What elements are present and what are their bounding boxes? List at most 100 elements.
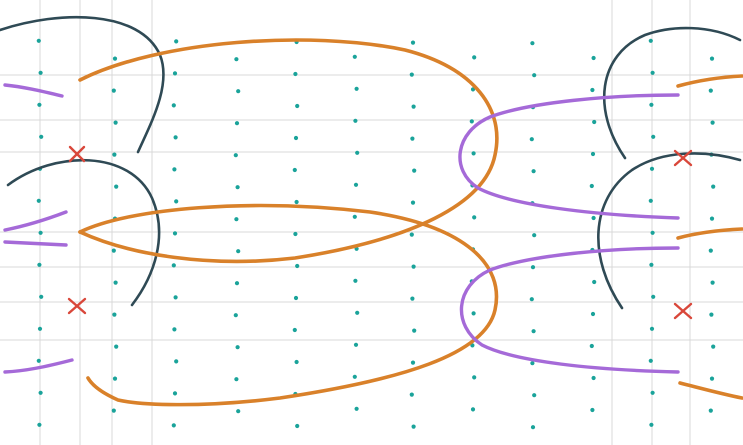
grid-dot [709, 376, 715, 381]
grid-dot [410, 200, 416, 205]
grid-dot [172, 391, 178, 396]
orange-loops [78, 38, 743, 407]
cross-mark [68, 145, 86, 163]
grid-dot [531, 329, 536, 334]
grid-dot [234, 281, 240, 286]
grid-dot [648, 198, 653, 203]
grid-dot [412, 328, 417, 333]
grid-dot [234, 121, 240, 126]
grid-dot [293, 71, 298, 77]
grid-dot [353, 342, 359, 347]
grid-dot [352, 54, 357, 59]
grid-dot [590, 311, 596, 317]
grid-dot [651, 294, 656, 299]
grid-dot [410, 136, 415, 141]
grid-dot [531, 169, 536, 174]
grid-dot [530, 265, 536, 270]
grid-dot [111, 88, 116, 93]
dark-arcs [0, 15, 742, 310]
purple-loop [458, 93, 680, 220]
grid-dot [651, 134, 656, 139]
grid-dot [708, 88, 713, 93]
grid-dot [354, 406, 359, 411]
grid-dot [352, 374, 357, 379]
grid-dot [293, 135, 299, 141]
grid-dot [409, 392, 414, 397]
grid-dot [174, 199, 179, 204]
purple-tail [3, 240, 68, 247]
dot-field [36, 38, 716, 430]
grid-dot [709, 216, 715, 221]
grid-dot [649, 166, 655, 171]
grid-dot [113, 280, 118, 285]
grid-dot [295, 263, 300, 269]
grid-dot [471, 151, 476, 156]
grid-dot [36, 38, 41, 43]
grid-dot [354, 86, 359, 91]
grid-dot [39, 294, 44, 299]
grid-dot [235, 345, 240, 350]
grid-dot [409, 232, 414, 237]
grid-dot [591, 375, 596, 381]
grid-dot [292, 327, 297, 333]
grid-dot [530, 361, 535, 366]
grid-dot [111, 408, 116, 413]
grid-dot [472, 215, 477, 220]
grid-dot [295, 423, 300, 429]
grid-dot [171, 263, 176, 268]
grid-dot [411, 104, 416, 109]
grid-dot [353, 118, 358, 123]
grid-dot [173, 295, 178, 300]
grid-dot [710, 120, 715, 125]
grid-dot [112, 376, 118, 381]
purple-tail [3, 210, 68, 232]
grid-dot [589, 343, 594, 349]
grid-dot [589, 183, 594, 189]
grid-dot [469, 119, 474, 124]
grid-dot [472, 55, 477, 60]
grid-dot [293, 231, 298, 237]
grid-dot [590, 151, 596, 157]
grid-dot [532, 73, 537, 78]
grid-dot [173, 135, 178, 140]
grid-dot [649, 326, 655, 331]
grid-dot [234, 57, 239, 62]
grid-dot [530, 41, 535, 46]
grid-dot [592, 279, 597, 285]
grid-dot [592, 119, 597, 125]
grid-dot [710, 280, 715, 285]
grid-dot [648, 38, 653, 43]
grid-dot [355, 150, 360, 155]
purple-loops [3, 83, 680, 374]
grid-dot [648, 358, 653, 363]
grid-dot [353, 182, 359, 187]
grid-dot [530, 425, 536, 430]
grid-dot [39, 134, 44, 139]
grid-dot [236, 89, 241, 94]
grid-dot [650, 230, 655, 235]
grid-dot [591, 55, 596, 61]
grid-dot [709, 56, 715, 61]
purple-tail [3, 358, 74, 374]
grid-dot [294, 359, 299, 365]
grid-dot [412, 168, 417, 173]
grid-dot [36, 358, 41, 363]
cross-mark [673, 149, 693, 167]
purple-tail [3, 83, 64, 98]
grid-dot [36, 198, 41, 203]
grid-dot [591, 215, 596, 221]
grid-dot [234, 217, 239, 222]
grid-dot [411, 264, 416, 269]
grid-dot [114, 184, 119, 189]
grid-dot [114, 344, 119, 349]
grid-dot [174, 39, 179, 44]
grid-dot [293, 295, 299, 301]
grid-dot [37, 102, 42, 107]
grid-dot [590, 87, 595, 93]
grid-dot [113, 120, 118, 125]
grid-dot [295, 103, 300, 109]
grid-dot [410, 40, 416, 45]
grid-dot [38, 70, 43, 75]
dark-arc [603, 26, 742, 160]
